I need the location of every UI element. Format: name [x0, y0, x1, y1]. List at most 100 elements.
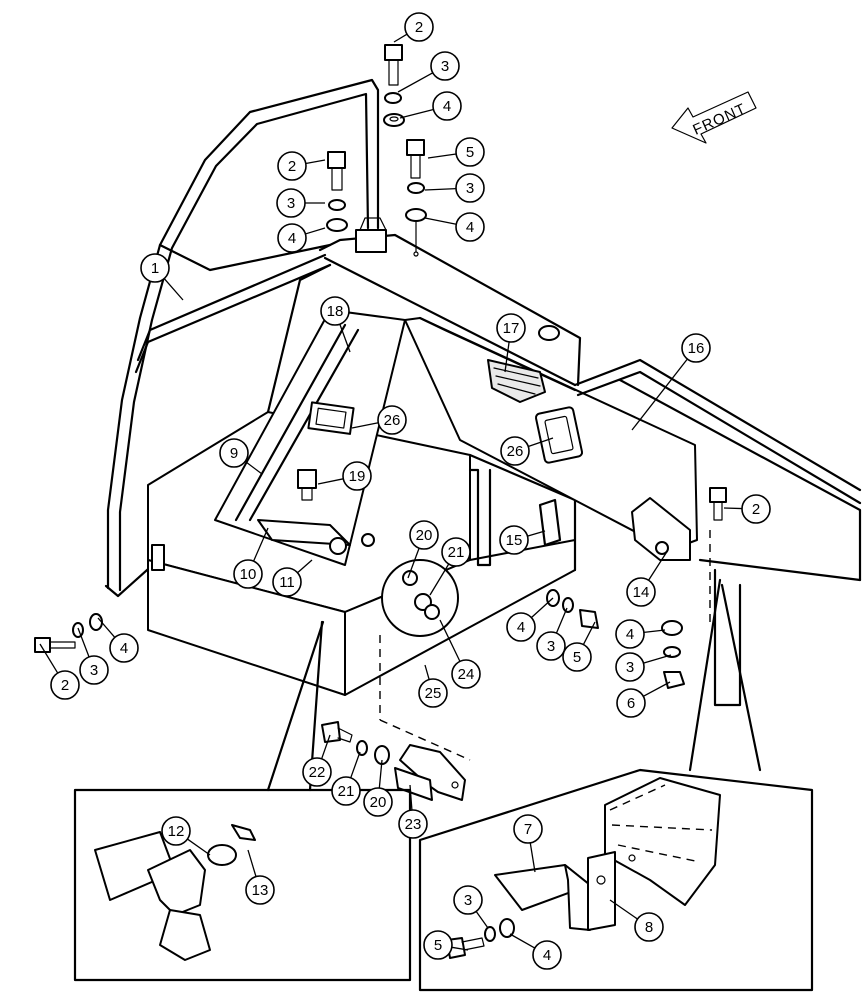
callout-c-2c: 2 — [723, 494, 771, 524]
callout-c-13: 13 — [245, 849, 275, 905]
callout-number: 14 — [633, 584, 650, 601]
callout-number: 6 — [627, 695, 635, 712]
callout-c-3a: 3 — [397, 51, 460, 93]
hardware-sides — [34, 469, 727, 689]
leader-line — [439, 619, 461, 662]
callout-circle — [741, 494, 771, 524]
callout-c-15: 15 — [499, 525, 546, 555]
leader-line — [648, 549, 669, 581]
callout-number: 10 — [240, 566, 257, 583]
callout-circle — [562, 642, 592, 672]
callout-number: 19 — [349, 468, 366, 485]
callout-c-21a: 21 — [429, 537, 471, 596]
callout-circle — [506, 612, 536, 642]
callout-number: 3 — [287, 195, 295, 212]
callout-circle — [398, 809, 428, 839]
callout-c-3d: 3 — [536, 607, 568, 661]
callout-c-6: 6 — [616, 681, 671, 718]
callout-number: 4 — [288, 230, 296, 247]
plug — [538, 325, 560, 341]
detail-box-left — [73, 788, 412, 982]
callout-c-3c: 3 — [424, 173, 485, 203]
callout-c-3b: 3 — [276, 188, 325, 218]
leader-line — [393, 33, 408, 43]
callout-number: 4 — [626, 626, 634, 643]
leader-line — [305, 159, 326, 165]
callout-number: 13 — [252, 882, 269, 899]
leader-line — [643, 681, 671, 697]
callout-circle — [245, 875, 275, 905]
callout-c-2a: 2 — [393, 12, 434, 43]
callout-number: 7 — [524, 821, 532, 838]
leader-line — [97, 617, 116, 638]
callout-c-2d: 2 — [39, 643, 80, 700]
callout-number: 4 — [120, 640, 128, 657]
leader-line — [424, 187, 457, 191]
callout-c-4g: 4 — [509, 933, 562, 970]
callout-number: 9 — [230, 445, 238, 462]
leader-line — [528, 437, 554, 448]
leader-line — [555, 607, 568, 634]
frame-rails — [468, 358, 862, 707]
callout-circle — [615, 619, 645, 649]
leader-line — [409, 784, 413, 811]
callout-c-25: 25 — [418, 664, 448, 708]
detail-box-right — [418, 768, 814, 992]
callout-number: 4 — [543, 947, 551, 964]
callout-c-21b: 21 — [331, 751, 361, 806]
leader-line — [378, 759, 383, 789]
callout-c-11: 11 — [272, 559, 313, 597]
mount-bracket — [355, 229, 387, 253]
leader-line — [339, 323, 351, 353]
pad-26b — [534, 406, 584, 464]
leader-line — [321, 734, 331, 760]
leader-line — [475, 911, 489, 929]
callout-number: 21 — [448, 544, 465, 561]
callout-circle — [423, 930, 453, 960]
clamp-assembly — [321, 721, 466, 801]
callout-c-20b: 20 — [363, 759, 393, 817]
callout-c-9: 9 — [219, 438, 263, 475]
callout-number: 4 — [466, 219, 474, 236]
callout-c-14: 14 — [626, 549, 669, 607]
leader-line — [509, 933, 536, 949]
callout-c-19: 19 — [317, 461, 372, 491]
leader-line — [530, 597, 554, 619]
callout-number: 15 — [506, 532, 523, 549]
callout-c-2b: 2 — [277, 151, 326, 181]
callout-c-5a: 5 — [427, 137, 485, 167]
grab-handle — [104, 78, 380, 598]
callout-circle — [79, 655, 109, 685]
leader-line — [429, 563, 450, 596]
leader-line — [424, 217, 457, 225]
callout-circle — [418, 678, 448, 708]
callout-c-3e: 3 — [615, 652, 672, 682]
callout-number: 2 — [752, 501, 760, 518]
callout-number: 20 — [416, 527, 433, 544]
callout-number: 4 — [443, 98, 451, 115]
callout-c-3g: 3 — [453, 885, 489, 929]
callout-number: 3 — [464, 892, 472, 909]
callout-circle — [50, 670, 80, 700]
callout-circle — [276, 188, 306, 218]
callout-number: 23 — [405, 816, 422, 833]
callout-number: 12 — [168, 823, 185, 840]
callout-circle — [432, 91, 462, 121]
leader-line — [350, 751, 361, 779]
callout-c-5c: 5 — [423, 930, 469, 960]
leader-line — [399, 108, 434, 119]
leader-line — [305, 227, 326, 235]
callout-circle — [536, 631, 566, 661]
callout-circle — [404, 12, 434, 42]
callout-circle — [219, 438, 249, 468]
callout-c-26a: 26 — [351, 405, 407, 435]
callout-number: 26 — [507, 443, 524, 460]
callout-number: 22 — [309, 764, 326, 781]
callout-c-4d: 4 — [506, 597, 554, 642]
callout-circle — [272, 567, 302, 597]
callout-c-4e: 4 — [615, 619, 666, 649]
callout-c-12: 12 — [161, 816, 211, 856]
callout-number: 11 — [279, 574, 295, 591]
leader-line — [39, 643, 59, 674]
